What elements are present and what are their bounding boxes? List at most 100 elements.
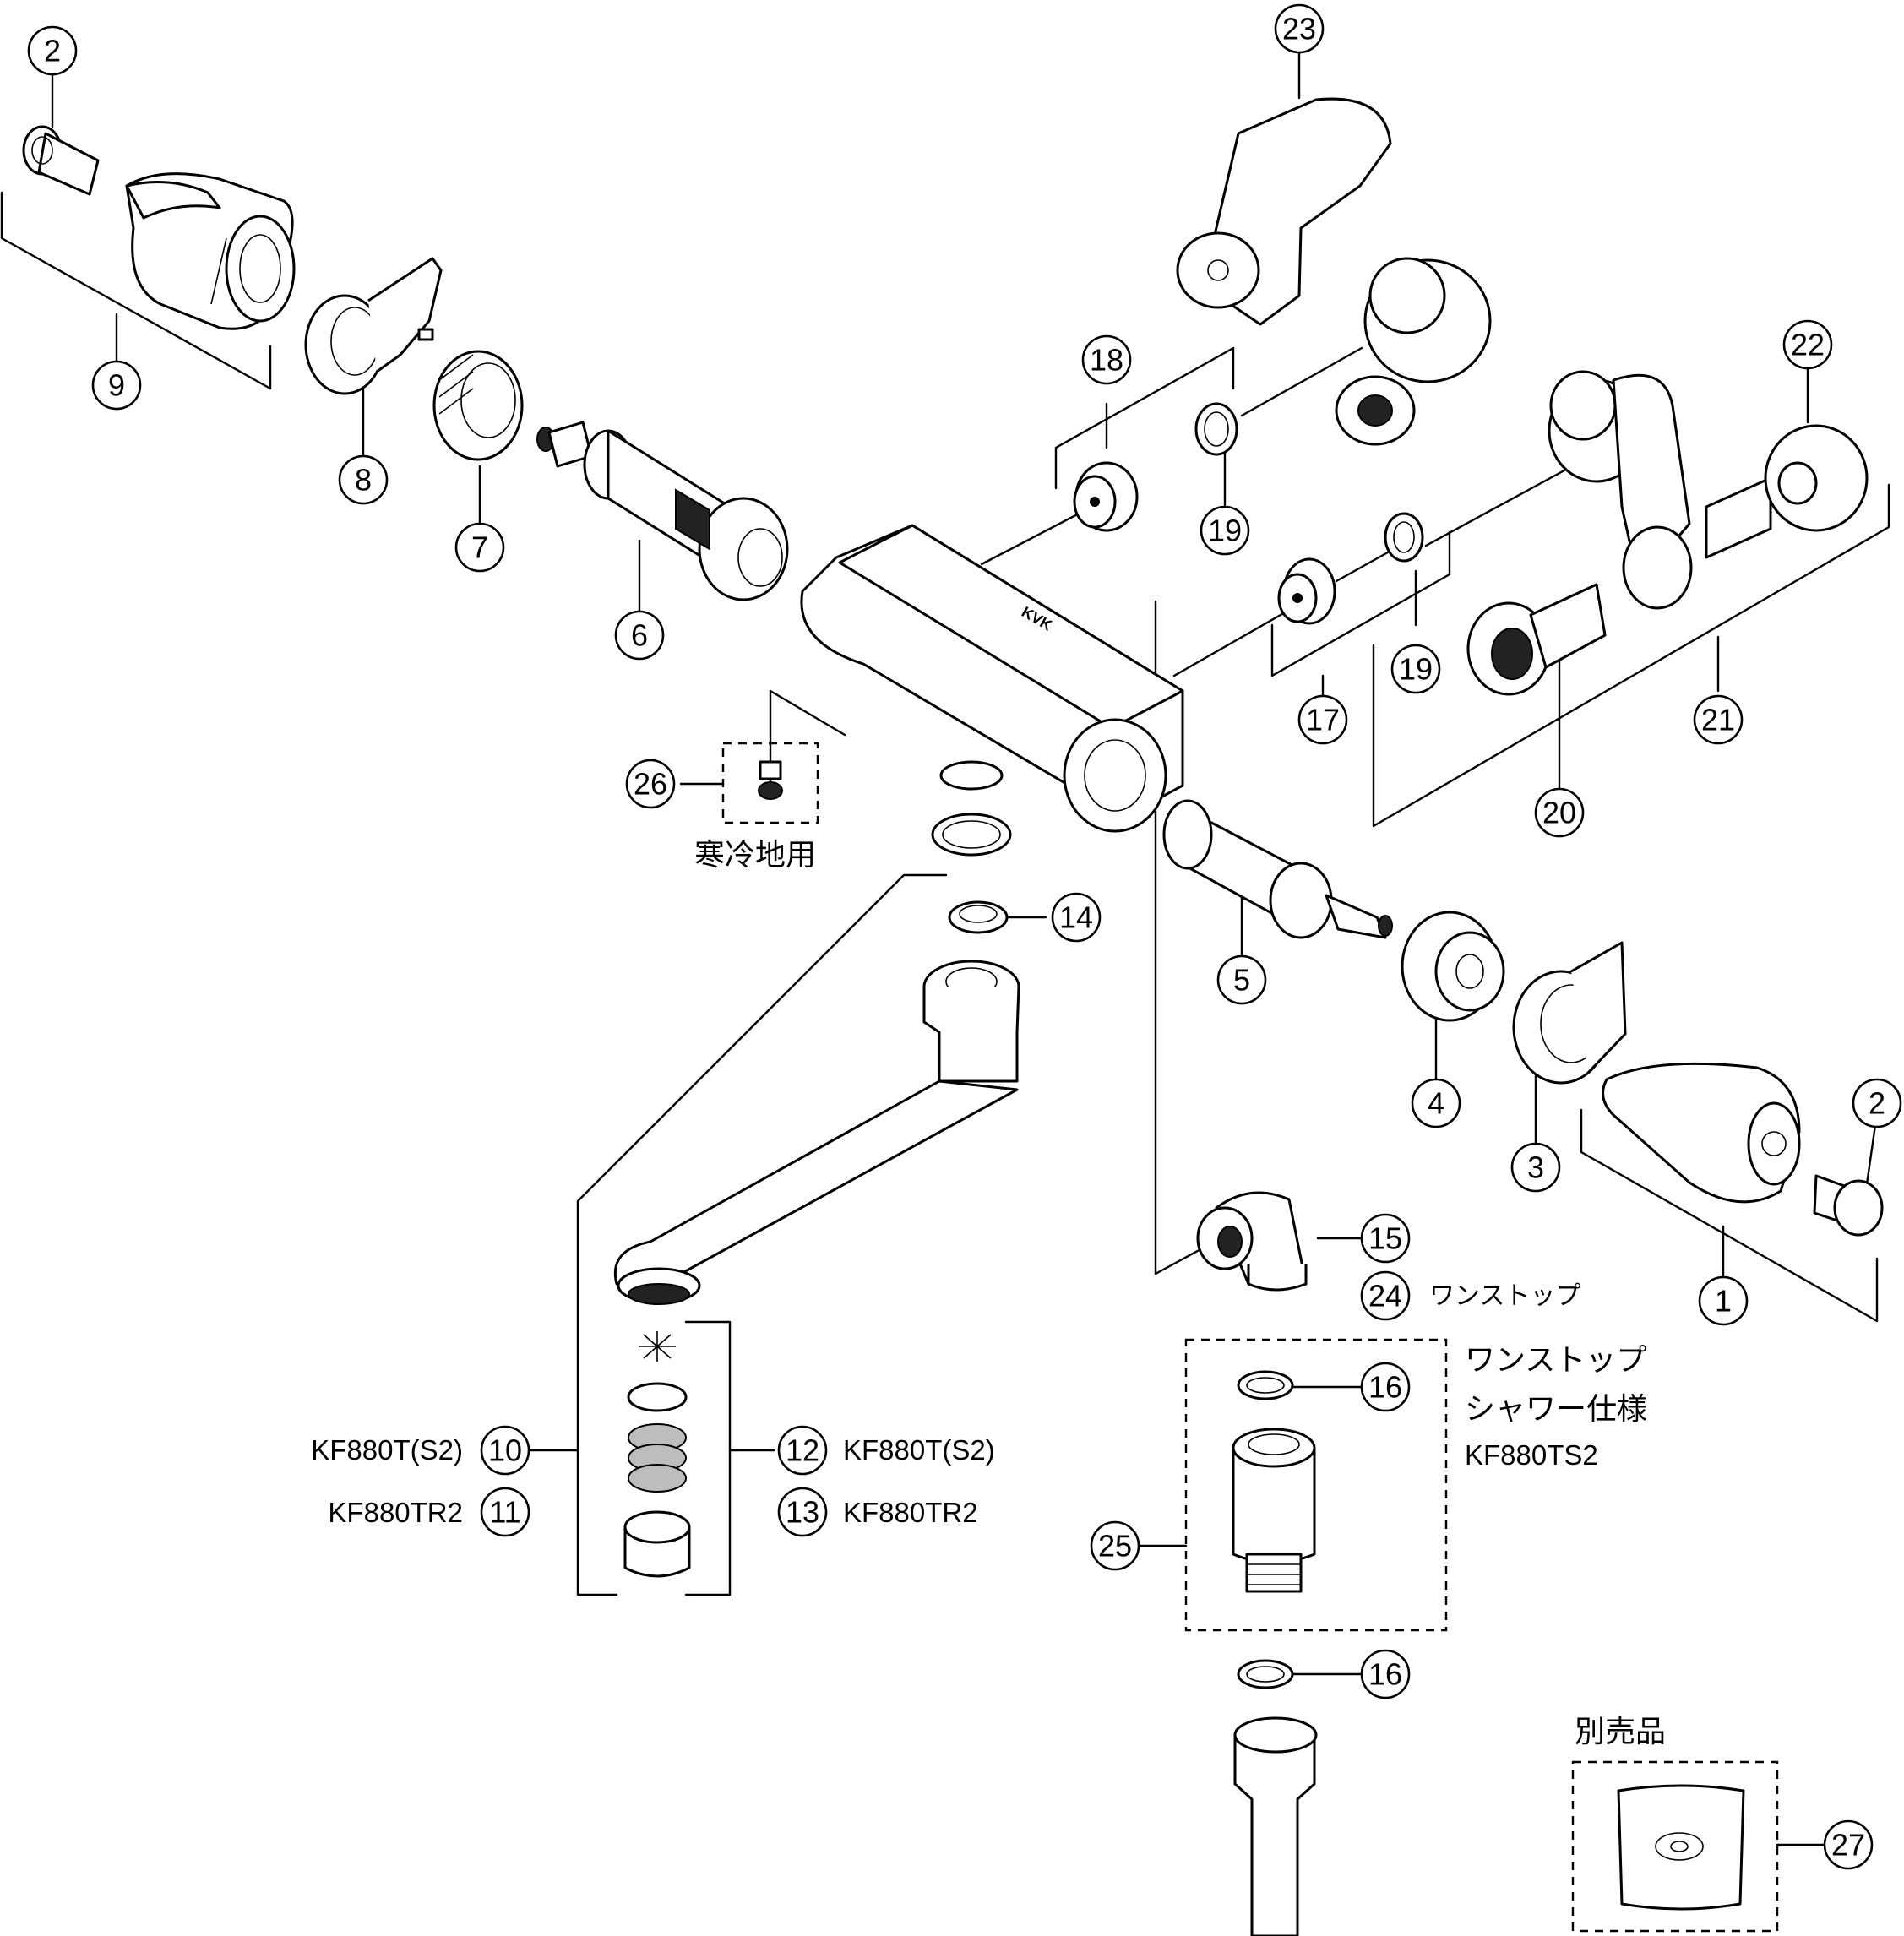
callout-5: 5 xyxy=(1216,954,1267,1005)
one-stop-label: ワンストップ xyxy=(1429,1281,1580,1311)
part-20-filter xyxy=(1466,583,1607,696)
callout-9: 9 xyxy=(91,360,142,411)
svg-text:25: 25 xyxy=(1098,1529,1132,1563)
svg-text:13: 13 xyxy=(786,1495,819,1530)
callout-15: 15 xyxy=(1360,1213,1411,1264)
part-19-washer-lower xyxy=(1384,512,1424,563)
callout-22: 22 xyxy=(1782,319,1833,370)
leader-lines xyxy=(0,49,1890,1846)
svg-text:19: 19 xyxy=(1399,652,1433,687)
svg-text:20: 20 xyxy=(1542,796,1576,830)
part-14-spout-ring xyxy=(948,900,1009,934)
part-19-washer-upper xyxy=(1194,402,1238,456)
svg-text:21: 21 xyxy=(1701,703,1735,737)
svg-text:6: 6 xyxy=(631,618,648,653)
callout-14: 14 xyxy=(1051,892,1102,943)
part-9-temperature-handle xyxy=(125,172,296,330)
part-18-check-valve xyxy=(1073,461,1139,532)
svg-text:4: 4 xyxy=(1428,1086,1444,1121)
callout-13: 13 xyxy=(777,1487,828,1537)
callout-24: 24 xyxy=(1360,1270,1411,1321)
part-21-eccentric-leg xyxy=(1548,370,1772,610)
shower-hose-fitting xyxy=(1233,1716,1318,1936)
callout-11: 11 xyxy=(480,1487,530,1537)
part-7-nut-ring xyxy=(432,350,524,461)
model-label-11: KF880TR2 xyxy=(328,1497,463,1528)
svg-text:15: 15 xyxy=(1368,1221,1402,1256)
svg-text:3: 3 xyxy=(1527,1150,1544,1185)
callout-10: 10 xyxy=(480,1425,530,1476)
callout-2-right: 2 xyxy=(1852,1078,1902,1128)
part-upper-elbow xyxy=(1335,257,1492,446)
callout-17: 17 xyxy=(1297,694,1348,745)
part-16-washer-upper xyxy=(1237,1370,1294,1400)
part-15-elbow xyxy=(1196,1191,1308,1292)
svg-text:17: 17 xyxy=(1306,703,1340,737)
callout-12: 12 xyxy=(777,1425,828,1476)
svg-text:1: 1 xyxy=(1715,1284,1732,1319)
part-16-washer-lower xyxy=(1237,1659,1294,1689)
svg-text:12: 12 xyxy=(786,1433,819,1468)
svg-text:10: 10 xyxy=(488,1433,522,1468)
svg-text:14: 14 xyxy=(1059,900,1093,935)
one-stop-shower-box xyxy=(1184,1338,1448,1632)
part-3-stop-ring xyxy=(1512,941,1627,1085)
callout-19-lower: 19 xyxy=(1390,644,1441,694)
model-label-13: KF880TR2 xyxy=(843,1497,978,1528)
svg-text:2: 2 xyxy=(1869,1086,1885,1121)
svg-text:22: 22 xyxy=(1791,328,1825,362)
callout-2-left: 2 xyxy=(27,25,78,76)
callout-25: 25 xyxy=(1090,1520,1140,1571)
svg-text:2: 2 xyxy=(44,34,61,68)
part-22-wall-plate xyxy=(1764,424,1869,532)
callout-3: 3 xyxy=(1510,1142,1561,1193)
callout-6: 6 xyxy=(614,610,665,661)
part-17-check-valve xyxy=(1277,557,1336,625)
svg-text:26: 26 xyxy=(634,767,667,802)
model-label-12: KF880T(S2) xyxy=(843,1434,995,1466)
part-spout xyxy=(613,960,1020,1305)
sold-separately-label: 別売品 xyxy=(1575,1715,1666,1749)
callout-20: 20 xyxy=(1534,787,1585,838)
callout-16-lower: 16 xyxy=(1360,1649,1411,1699)
callout-7: 7 xyxy=(454,522,505,573)
one-stop-shower-model: KF880TS2 xyxy=(1465,1439,1598,1471)
model-label-10: KF880T(S2) xyxy=(311,1434,463,1466)
callout-23: 23 xyxy=(1274,3,1325,54)
part-main-body: KVK xyxy=(800,524,1184,833)
callout-18: 18 xyxy=(1081,334,1132,385)
svg-text:8: 8 xyxy=(355,463,372,498)
cold-region-box xyxy=(721,742,819,824)
part-1-flow-handle xyxy=(1602,1062,1801,1204)
spout-tip-parts xyxy=(623,1331,691,1578)
part-26-drain-plug xyxy=(758,760,783,800)
callout-19-upper: 19 xyxy=(1200,505,1250,556)
svg-text:24: 24 xyxy=(1368,1279,1402,1313)
part-8-stop-ring xyxy=(304,257,443,395)
part-5-switch-cartridge xyxy=(1162,799,1393,939)
callout-21: 21 xyxy=(1693,694,1744,745)
part-4-nut xyxy=(1401,911,1505,1022)
svg-text:16: 16 xyxy=(1368,1370,1402,1405)
svg-text:9: 9 xyxy=(108,368,125,403)
svg-text:19: 19 xyxy=(1208,514,1242,548)
svg-text:16: 16 xyxy=(1368,1657,1402,1692)
one-stop-shower-title-2: シャワー仕様 xyxy=(1465,1392,1647,1427)
part-27-optional-item xyxy=(1617,1784,1745,1911)
svg-text:5: 5 xyxy=(1233,963,1250,998)
part-2-cap-right xyxy=(1813,1174,1884,1237)
svg-text:23: 23 xyxy=(1282,12,1316,46)
part-2-cap-left xyxy=(22,125,100,196)
part-23-shower-holder xyxy=(1176,97,1392,326)
part-25-adapter xyxy=(1232,1428,1316,1593)
one-stop-shower-title-1: ワンストップ xyxy=(1465,1343,1646,1378)
callout-26: 26 xyxy=(625,759,676,809)
svg-text:27: 27 xyxy=(1831,1828,1865,1863)
callout-4: 4 xyxy=(1411,1078,1461,1128)
callout-1: 1 xyxy=(1698,1275,1749,1326)
callout-27: 27 xyxy=(1823,1819,1874,1870)
svg-text:11: 11 xyxy=(489,1495,520,1530)
part-6-thermostat-cartridge xyxy=(536,421,789,601)
svg-text:18: 18 xyxy=(1090,343,1123,378)
